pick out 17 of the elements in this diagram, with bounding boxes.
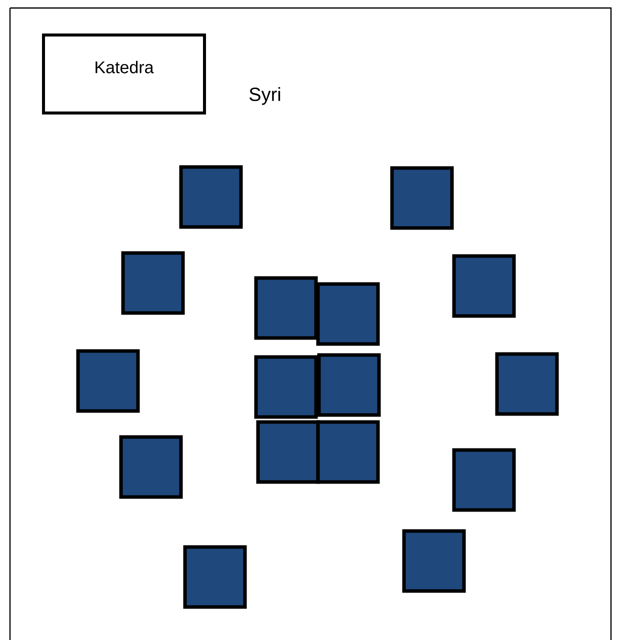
desk-square [119, 435, 183, 499]
desk-square [316, 420, 380, 484]
desk-square [452, 254, 516, 318]
desk-square [317, 353, 381, 417]
desk-square [76, 349, 140, 413]
text-label: Syri [250, 87, 280, 105]
desk-square [121, 251, 185, 315]
desk-square [183, 545, 247, 609]
desk-square [495, 352, 559, 416]
labeled-box: Katedra [42, 34, 206, 114]
desk-square [179, 165, 243, 229]
desk-square [316, 282, 380, 346]
desk-square [254, 276, 318, 340]
desk-square [452, 448, 516, 512]
desk-square [402, 529, 466, 593]
desk-square [390, 166, 454, 230]
desk-square [254, 355, 318, 419]
